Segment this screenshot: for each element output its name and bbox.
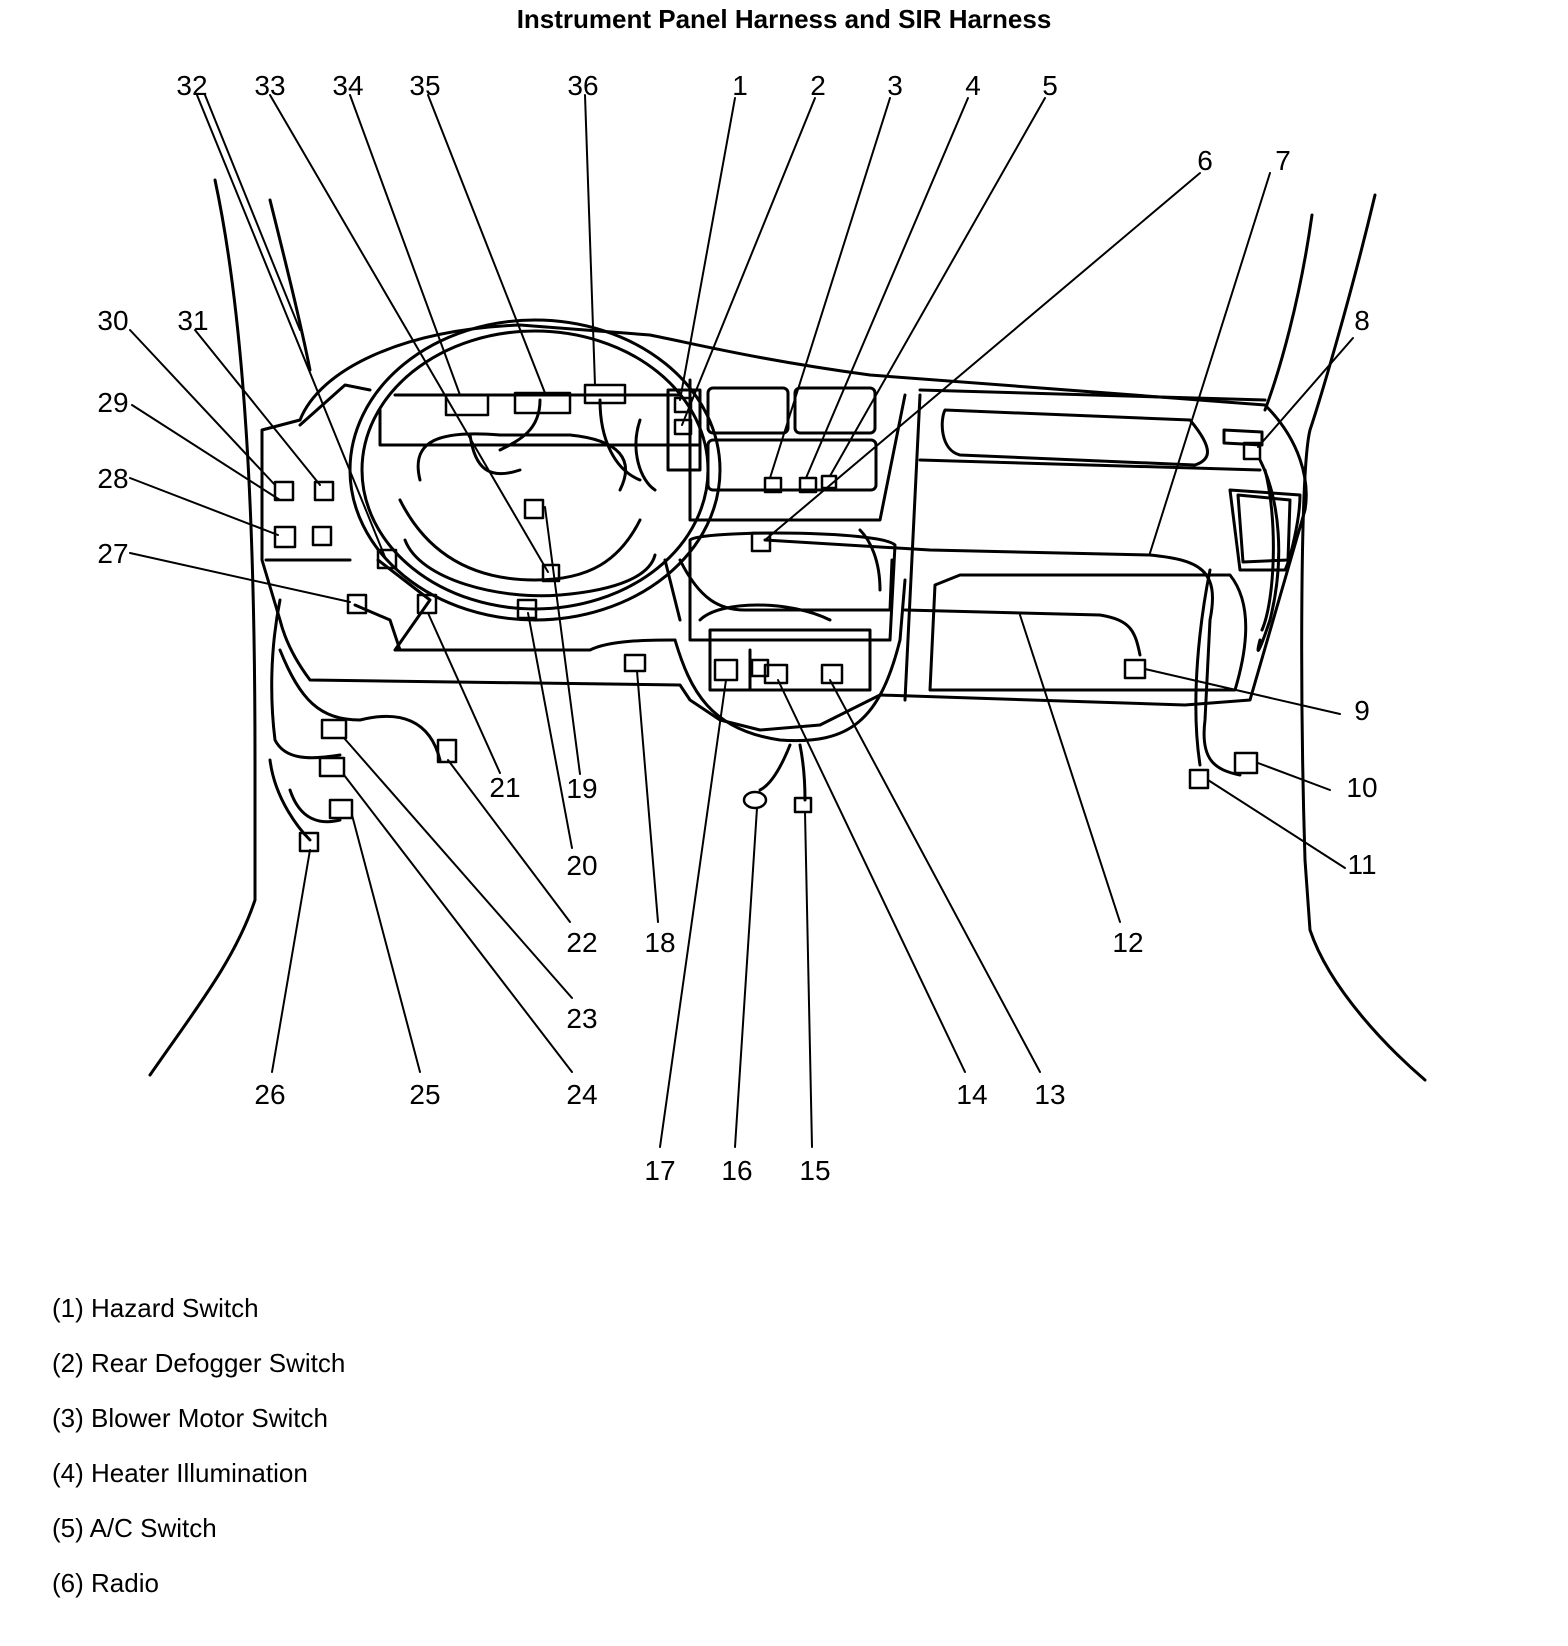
callout-11: 11: [1347, 849, 1376, 880]
body-outline: [148, 178, 1427, 1082]
callout-3: 3: [887, 70, 903, 101]
legend-item-5: (5) A/C Switch: [52, 1513, 217, 1543]
legend-item-2: (2) Rear Defogger Switch: [52, 1348, 346, 1378]
callout-28: 28: [97, 463, 128, 494]
callout-20: 20: [566, 850, 597, 881]
callout-25: 25: [409, 1079, 440, 1110]
callout-22: 22: [566, 927, 597, 958]
callout-8: 8: [1354, 305, 1370, 336]
callout-33: 33: [254, 70, 285, 101]
callout-1: 1: [732, 70, 748, 101]
callout-27: 27: [97, 538, 128, 569]
callout-30: 30: [97, 305, 128, 336]
callout-9: 9: [1354, 695, 1370, 726]
callout-6: 6: [1197, 145, 1213, 176]
center-stack: [666, 378, 907, 692]
callout-19: 19: [566, 773, 597, 804]
callout-labels: 1 2 3 4 5 6 7 8 9 10 11 12 13 14 15 16 1…: [97, 70, 1377, 1186]
legend-item-1: (1) Hazard Switch: [52, 1293, 259, 1323]
callout-35: 35: [409, 70, 440, 101]
legend-item-3: (3) Blower Motor Switch: [52, 1403, 328, 1433]
callout-23: 23: [566, 1003, 597, 1034]
callout-18: 18: [644, 927, 675, 958]
callout-17: 17: [644, 1155, 675, 1186]
callout-7: 7: [1275, 145, 1291, 176]
callout-34: 34: [332, 70, 363, 101]
callout-15: 15: [799, 1155, 830, 1186]
callout-13: 13: [1034, 1079, 1065, 1110]
legend-item-6: (6) Radio: [52, 1568, 159, 1598]
diagram-title: Instrument Panel Harness and SIR Harness: [516, 4, 1052, 34]
callout-26: 26: [254, 1079, 285, 1110]
callout-24: 24: [566, 1079, 597, 1110]
dashboard-outline: [260, 323, 1308, 732]
callout-32: 32: [176, 70, 207, 101]
callout-14: 14: [956, 1079, 987, 1110]
callout-16: 16: [721, 1155, 752, 1186]
callout-21: 21: [489, 772, 520, 803]
callout-2: 2: [810, 70, 826, 101]
callout-36: 36: [567, 70, 598, 101]
callout-10: 10: [1346, 772, 1377, 803]
connectors: [273, 383, 1262, 853]
callout-4: 4: [965, 70, 981, 101]
harness-wires: [268, 398, 1281, 842]
callout-31: 31: [177, 305, 208, 336]
harness-diagram: 1 2 3 4 5 6 7 8 9 10 11 12 13 14 15 16 1…: [97, 70, 1427, 1186]
legend-list: (1) Hazard Switch (2) Rear Defogger Swit…: [52, 1290, 345, 1620]
callout-5: 5: [1042, 70, 1058, 101]
leader-lines: [129, 94, 1354, 1148]
callout-29: 29: [97, 387, 128, 418]
legend-item-4: (4) Heater Illumination: [52, 1458, 308, 1488]
callout-12: 12: [1112, 927, 1143, 958]
